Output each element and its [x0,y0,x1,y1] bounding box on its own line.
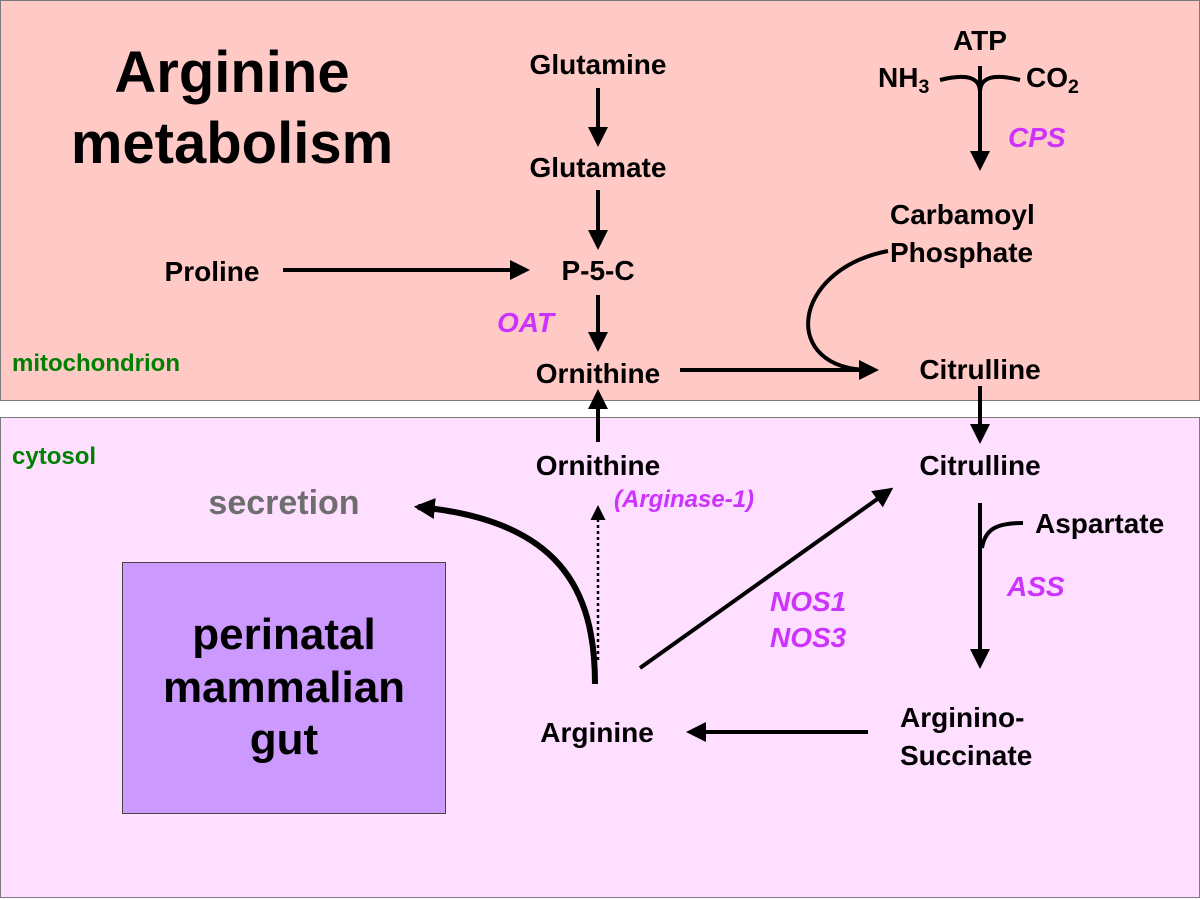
metabolite-glutamine: Glutamine [529,49,667,80]
metabolite-glutamate: Glutamate [529,152,667,183]
enzyme-cps: CPS [1008,122,1066,153]
arrow-to-secretion [413,498,598,685]
enzyme-nos3: NOS3 [770,622,847,654]
carbamoyl-line-2: Phosphate [890,236,1034,268]
gut-box-label: perinatal mammalian gut [162,609,406,765]
metabolite-p5c: P-5-C [561,255,635,286]
metabolite-ornithine-mito: Ornithine [535,358,661,389]
metabolite-citrulline-cyto: Citrulline [919,450,1041,481]
mitochondrion-label: mitochondrion [12,350,180,377]
metabolite-argininosuccinate: Arginino- Succinate [900,699,1032,775]
arrow-carbamoyl-to-citrulline [806,249,889,372]
enzyme-ass: ASS [1007,571,1065,602]
enzyme-nos: NOS1 NOS3 [770,584,846,657]
metabolite-ornithine-cyto: Ornithine [535,450,661,481]
perinatal-gut-box: perinatal mammalian gut [122,562,446,814]
arrow-nos [638,487,894,670]
arginino-line-2: Succinate [900,739,1033,771]
metabolite-arginine: Arginine [540,717,654,748]
metabolite-carbamoyl-phosphate: Carbamoyl Phosphate [890,196,1035,272]
cytosol-label: cytosol [12,443,97,470]
title-line-1: Arginine [114,40,350,105]
enzyme-oat: OAT [497,307,555,338]
metabolite-nh3: NH3 [878,62,930,98]
metabolite-aspartate: Aspartate [1035,508,1165,539]
carbamoyl-line-1: Carbamoyl [890,199,1035,230]
enzyme-nos1: NOS1 [770,586,847,617]
secretion-label: secretion [208,484,360,522]
metabolite-citrulline-mito: Citrulline [919,354,1041,385]
diagram-title: Arginine metabolism [71,38,393,180]
arginino-line-1: Arginino- [900,702,1025,733]
title-line-2: metabolism [70,110,394,176]
enzyme-arginase-1: (Arginase-1) [614,486,755,513]
metabolite-atp: ATP [953,25,1007,56]
metabolite-co2: CO2 [1026,62,1079,98]
arrow-aspartate-input [980,521,1024,549]
metabolite-proline: Proline [164,256,260,287]
